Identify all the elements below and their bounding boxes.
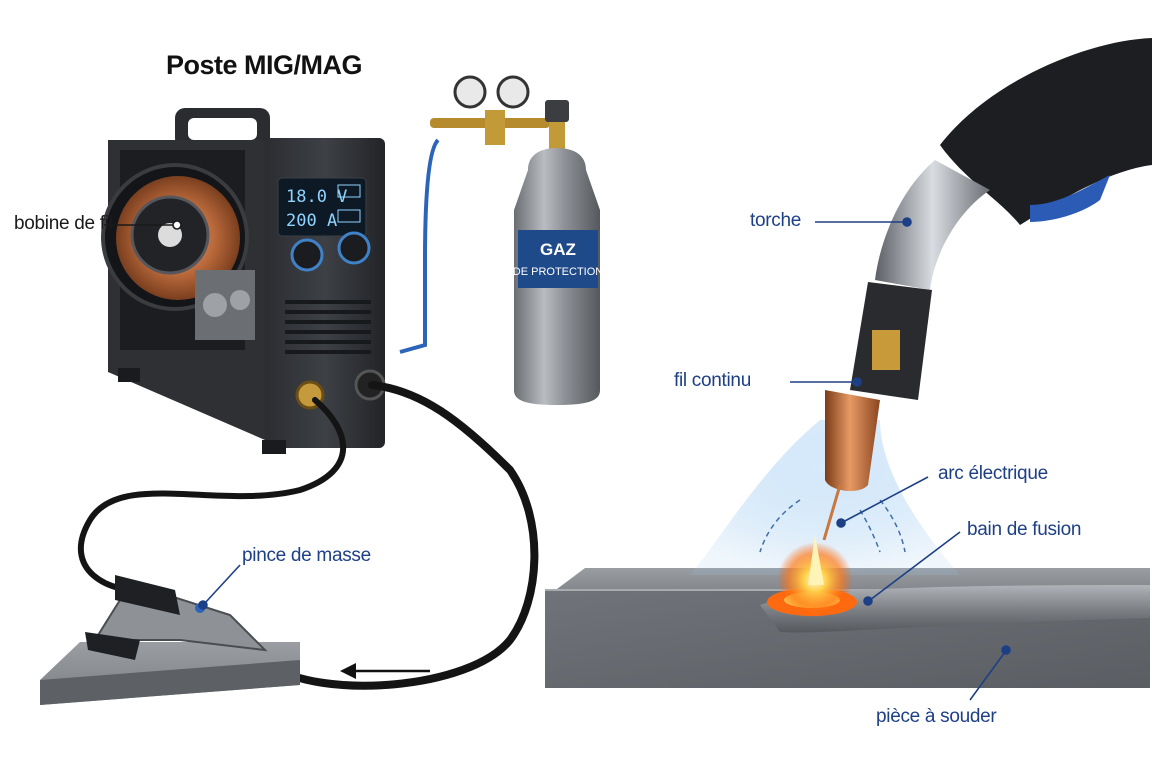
- torch: [822, 38, 1152, 541]
- direction-arrow: [340, 663, 430, 679]
- label-torche: torche: [750, 210, 802, 231]
- cables: [77, 381, 539, 690]
- label-pince-de-masse: pince de masse: [242, 545, 371, 566]
- gas-shield: [690, 420, 960, 618]
- cylinder-label-protection: DE PROTECTION: [513, 266, 604, 278]
- cylinder-label-gaz: GAZ: [540, 240, 576, 259]
- label-bain-de-fusion: bain de fusion: [967, 519, 1082, 540]
- leader-lines: [104, 217, 1011, 701]
- label-fil-continu: fil continu: [674, 370, 751, 391]
- page-title: Poste MIG/MAG: [166, 50, 363, 80]
- voltage-display: 18.0 V: [286, 187, 347, 207]
- label-piece-a-souder: pièce à souder: [876, 706, 997, 727]
- workpiece: [545, 568, 1150, 688]
- current-display: 200 A: [286, 211, 337, 231]
- ground-clamp: [40, 575, 300, 705]
- welding-machine: 18.0 V 200 A: [101, 108, 386, 454]
- label-bobine-de-fil: bobine de fil: [14, 213, 113, 234]
- label-arc-electrique: arc électrique: [938, 463, 1048, 484]
- gas-cylinder: GAZ DE PROTECTION: [399, 75, 604, 405]
